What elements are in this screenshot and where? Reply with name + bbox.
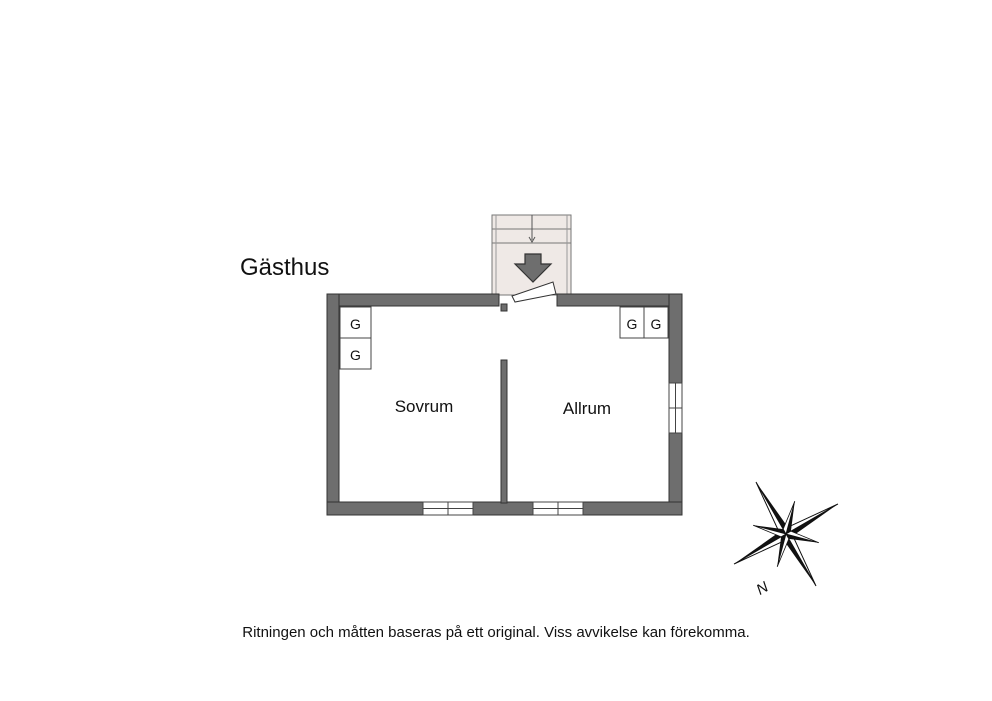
entrance-arrow-icon [513,253,553,283]
interior-wall [500,359,508,504]
window-bottom-left [422,501,474,516]
wardrobe-right-2: G [643,306,669,339]
svg-text:G: G [627,316,638,332]
svg-text:G: G [651,316,662,332]
floor-plan-title: Gästhus [240,254,330,281]
entrance-door [511,281,557,303]
compass-rose-icon [733,481,839,587]
room-label-sovrum: Sovrum [395,397,454,416]
room-label-allrum: Allrum [563,399,611,418]
wardrobe-left-1: G [339,306,372,339]
svg-text:G: G [350,316,361,332]
disclaimer-text: Ritningen och måtten baseras på ett orig… [242,624,750,641]
wardrobe-right-1: G [619,306,645,339]
window-right [668,382,683,434]
compass-north-label: N [754,578,772,598]
svg-text:G: G [350,347,361,363]
wardrobe-left-2: G [339,337,372,370]
window-bottom-right [532,501,584,516]
outer-walls [326,293,683,516]
door-jamb [500,303,508,312]
